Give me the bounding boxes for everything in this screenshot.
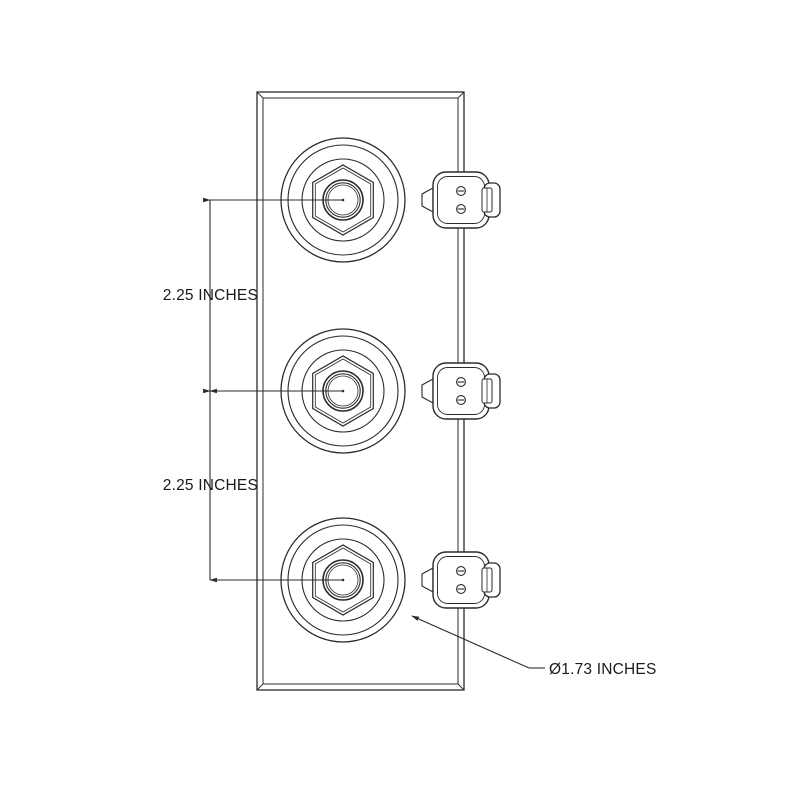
stud-assembly-top — [210, 137, 501, 263]
plate-corner-bl — [256, 683, 264, 691]
dimension-bottom-spacing: 2.25 INCHES — [163, 388, 258, 583]
dimension-top-spacing: 2.25 INCHES — [163, 197, 258, 394]
dimension-label-top: 2.25 INCHES — [163, 287, 258, 304]
connector-bottom — [421, 551, 501, 609]
callout-leader-line — [411, 615, 530, 669]
plate-corner-tr — [457, 91, 465, 99]
plate-corner-br — [457, 683, 465, 691]
plate-corner-tl — [256, 91, 264, 99]
connector-middle — [421, 362, 501, 420]
dimension-label-bottom: 2.25 INCHES — [163, 477, 258, 494]
connector-top — [421, 171, 501, 229]
stud-assembly-bottom — [210, 517, 501, 643]
stud-assembly-middle — [210, 328, 501, 454]
callout-diameter-label: Ø1.73 INCHES — [549, 661, 657, 678]
callout-diameter: Ø1.73 INCHES — [411, 615, 657, 678]
